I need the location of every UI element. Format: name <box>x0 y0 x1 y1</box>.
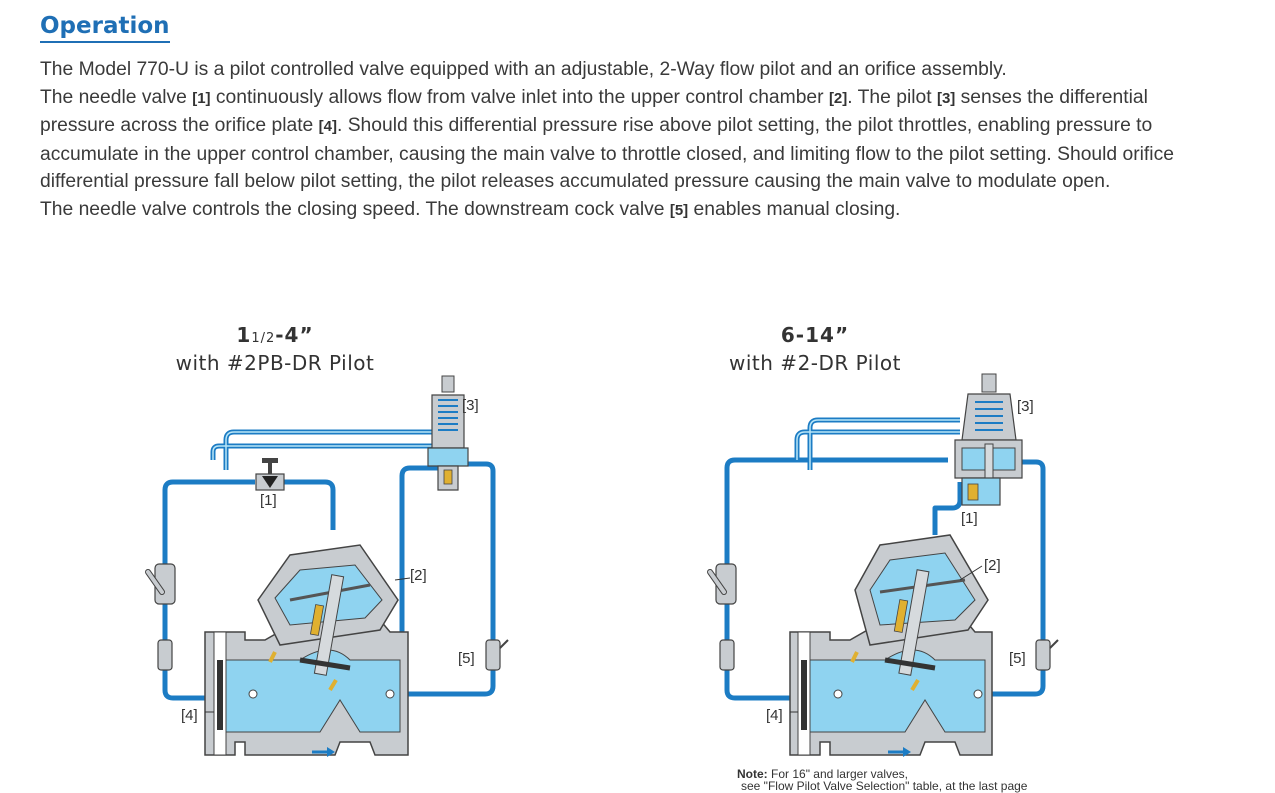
main-valve-body <box>204 544 409 756</box>
callout-needle-valve: [1] <box>961 510 978 527</box>
pilot-valve-icon <box>954 373 1023 506</box>
callout-orifice-plate: [4] <box>181 707 198 724</box>
footnote: Note: For 16" and larger valves, see "Fl… <box>737 768 1027 792</box>
figure-1-title: 11/2-4” with #2PB-DR Pilot <box>150 323 400 375</box>
strainer-icon <box>707 563 737 605</box>
operation-description: The Model 770-U is a pilot controlled va… <box>40 56 1220 225</box>
figure-2-title: 6-14” with #2-DR Pilot <box>690 323 940 375</box>
callout-needle-valve: [1] <box>260 492 277 509</box>
callout-control-chamber: [2] <box>410 567 427 584</box>
callout-cock-valve: [5] <box>1009 650 1026 667</box>
callout-pilot: [3] <box>462 397 479 414</box>
callout-cock-valve: [5] <box>458 650 475 667</box>
callout-control-chamber: [2] <box>984 557 1001 574</box>
section-heading: Operation <box>40 12 170 43</box>
flow-arrow-icon <box>888 747 911 757</box>
figure-1-diagram <box>145 375 509 757</box>
figure-1-size: 11/2-4” <box>236 323 314 347</box>
description-line-3: The needle valve controls the closing sp… <box>40 198 901 220</box>
ref-orifice-plate: [4] <box>318 118 337 136</box>
strainer-icon <box>145 563 176 605</box>
main-valve-body <box>789 534 993 756</box>
note-line-2: see "Flow Pilot Valve Selection" table, … <box>741 779 1028 793</box>
ref-control-chamber: [2] <box>828 89 848 107</box>
figure-2-diagram <box>707 373 1059 757</box>
cock-valve-icon <box>1035 639 1051 671</box>
note-line-1: For 16" and larger valves, <box>767 767 908 781</box>
figure-2-size: 6-14” <box>780 323 850 347</box>
figure-1-subtitle: with #2PB-DR Pilot <box>175 351 375 375</box>
figure-2-subtitle: with #2-DR Pilot <box>729 351 901 375</box>
note-label: Note: <box>737 767 768 781</box>
callout-pilot: [3] <box>1017 398 1034 415</box>
cock-valve-icon <box>485 639 501 671</box>
ref-cock-valve: [5] <box>669 201 689 219</box>
pilot-valve-icon <box>427 375 469 491</box>
description-line-1: The Model 770-U is a pilot controlled va… <box>40 59 1007 80</box>
ref-pilot: [3] <box>936 89 956 107</box>
description-line-2: The needle valve [1] continuously allows… <box>40 86 1174 193</box>
flow-arrow-icon <box>312 747 335 757</box>
callout-orifice-plate: [4] <box>766 707 783 724</box>
ref-needle-valve: [1] <box>192 89 211 107</box>
needle-valve-icon <box>255 458 285 491</box>
